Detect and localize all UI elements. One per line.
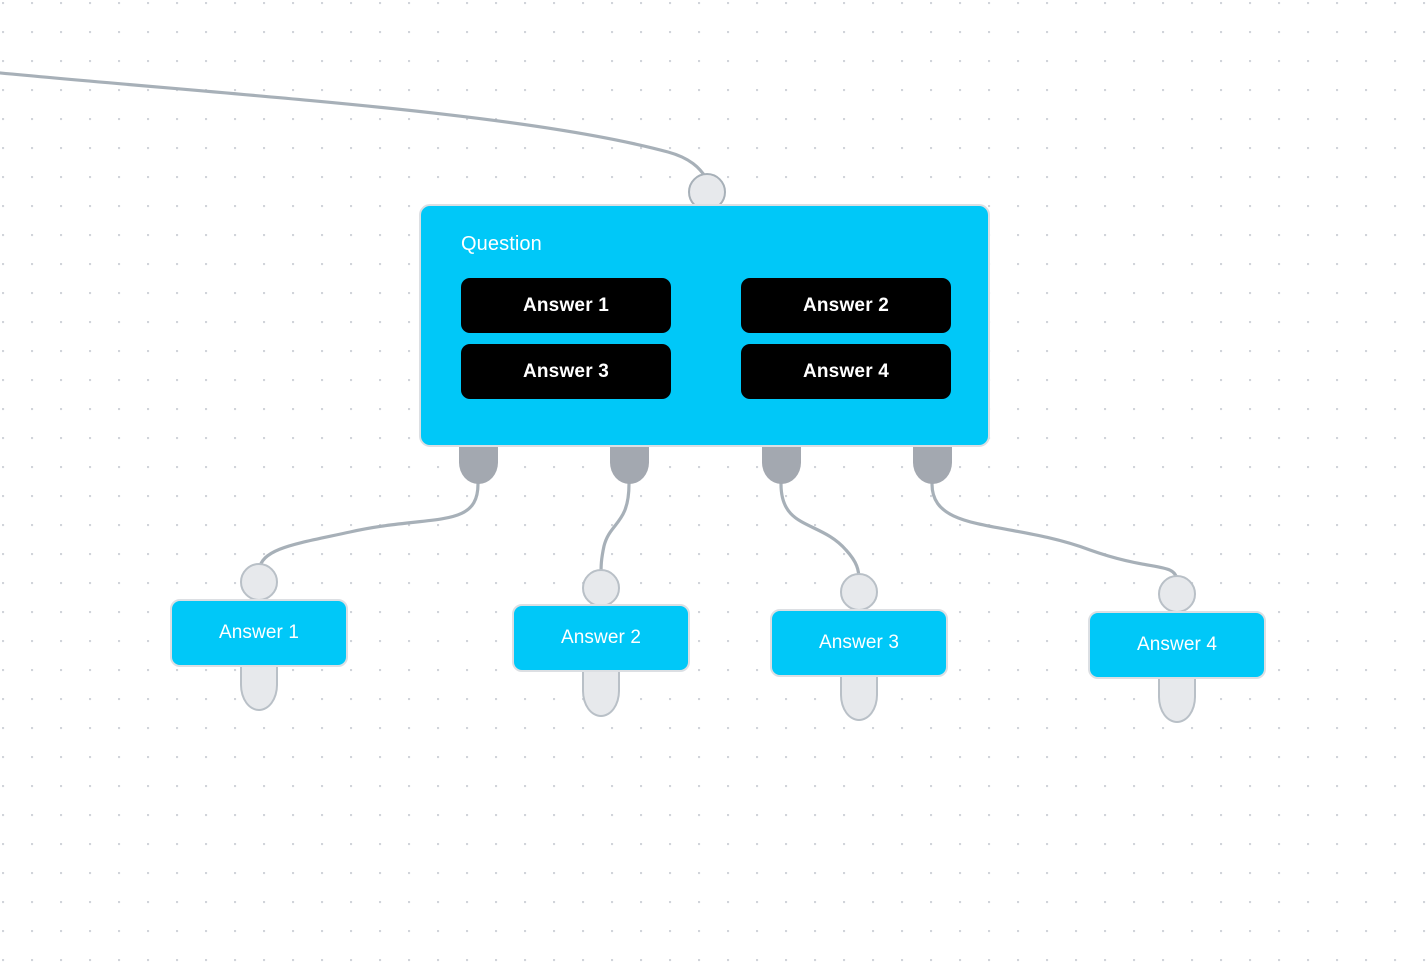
question-source-handle-1[interactable] — [459, 444, 498, 484]
answer-node-1[interactable]: Answer 1 — [170, 599, 348, 667]
question-source-handle-4[interactable] — [913, 444, 952, 484]
question-source-handle-3[interactable] — [762, 444, 801, 484]
question-node-title: Question — [461, 233, 542, 255]
question-answer-button-1[interactable]: Answer 1 — [461, 278, 671, 333]
question-answer-grid: Answer 1 Answer 2 Answer 3 Answer 4 — [461, 278, 951, 399]
edge-answer-4 — [930, 482, 1179, 582]
question-answer-button-4[interactable]: Answer 4 — [741, 344, 951, 399]
edge-answer-2 — [599, 482, 631, 578]
question-answer-button-3[interactable]: Answer 3 — [461, 344, 671, 399]
answer-node-3[interactable]: Answer 3 — [770, 609, 948, 677]
answer-node-4[interactable]: Answer 4 — [1088, 611, 1266, 679]
question-source-handle-2[interactable] — [610, 444, 649, 484]
answer-node-2-target-handle[interactable] — [582, 569, 620, 607]
answer-node-1-label: Answer 1 — [218, 622, 299, 643]
edge-answer-1 — [257, 482, 480, 572]
answer-node-3-target-handle[interactable] — [840, 573, 878, 611]
answer-node-1-target-handle[interactable] — [240, 563, 278, 601]
question-answer-button-2[interactable]: Answer 2 — [741, 278, 951, 333]
incoming-edge — [0, 71, 708, 180]
edge-answer-3 — [779, 482, 861, 582]
answer-node-2-source-handle[interactable] — [582, 664, 620, 717]
answer-node-3-label: Answer 3 — [818, 632, 899, 653]
answer-node-2[interactable]: Answer 2 — [512, 604, 690, 672]
answer-node-4-target-handle[interactable] — [1158, 575, 1196, 613]
question-node[interactable]: Question Answer 1 Answer 2 Answer 3 Answ… — [419, 204, 990, 447]
answer-node-4-label: Answer 4 — [1136, 634, 1217, 655]
answer-node-2-label: Answer 2 — [560, 627, 641, 648]
